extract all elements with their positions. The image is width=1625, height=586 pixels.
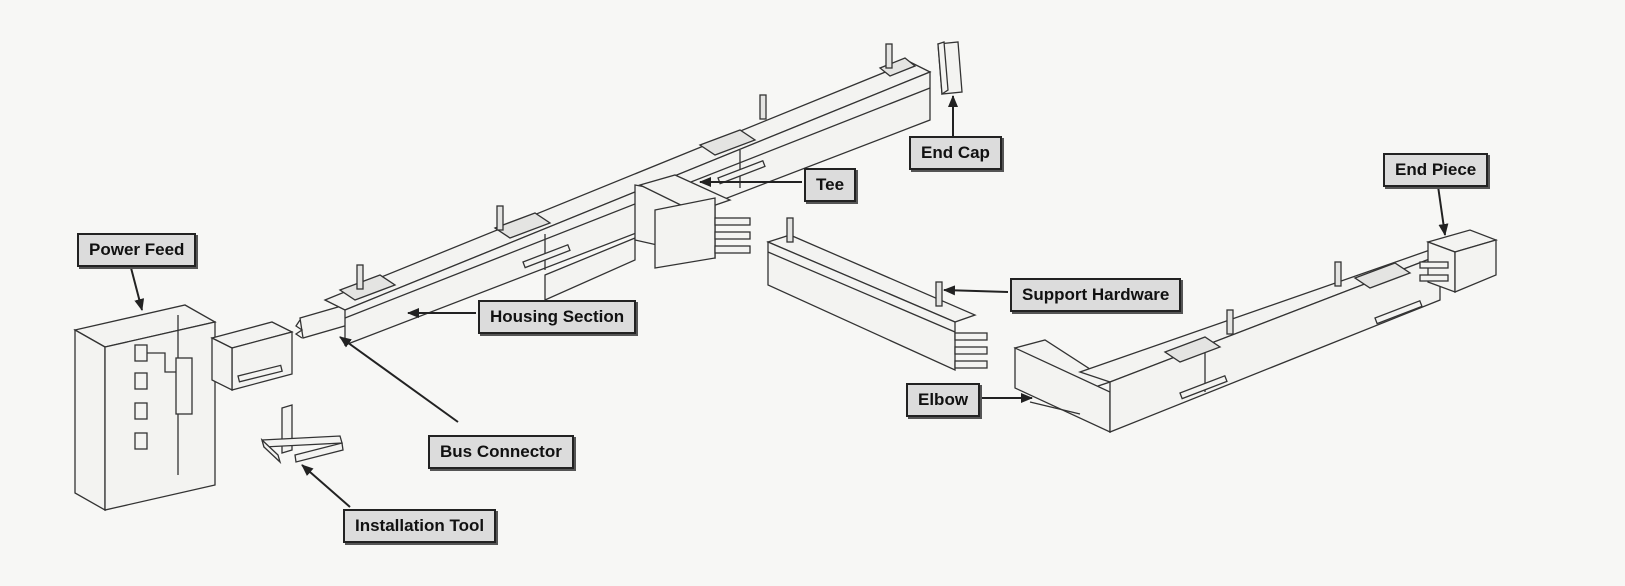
label-housing-section: Housing Section	[478, 300, 637, 334]
label-elbow: Elbow	[906, 383, 981, 417]
end-cap-shape	[937, 41, 963, 96]
label-installation-tool: Installation Tool	[343, 509, 497, 543]
middle-housing	[766, 217, 988, 372]
upper-run-hardware	[338, 43, 917, 301]
bus-connector-shape	[294, 304, 349, 339]
label-bus-connector: Bus Connector	[428, 435, 574, 469]
end-piece-shape	[1419, 229, 1499, 293]
power-feed-box	[73, 304, 217, 512]
label-end-piece: End Piece	[1383, 153, 1489, 187]
label-tee: Tee	[804, 168, 857, 202]
right-run-housing	[1013, 249, 1442, 434]
feed-housing-stub	[210, 321, 294, 392]
leader-arrows	[129, 95, 1449, 508]
installation-tool-shape	[260, 404, 344, 465]
label-end-cap: End Cap	[909, 136, 1002, 170]
tee-block	[638, 174, 751, 269]
label-support-hardware: Support Hardware	[1010, 278, 1182, 312]
label-power-feed: Power Feed	[77, 233, 197, 267]
